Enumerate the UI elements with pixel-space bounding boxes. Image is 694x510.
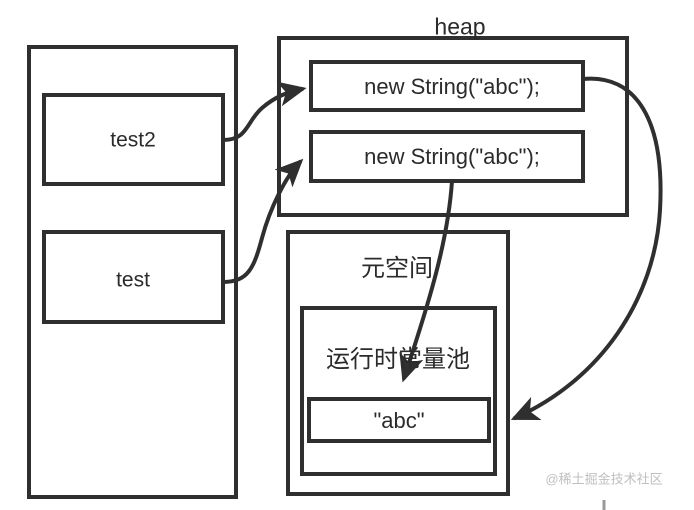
constant-pool-label: 运行时常量池 (326, 346, 470, 373)
heap-label: heap (434, 13, 486, 40)
metaspace-label: 元空间 (361, 255, 433, 282)
stack-slot-test-label: test (116, 268, 150, 292)
heap-object-1-label: new String("abc"); (364, 74, 540, 99)
arrow-heap-object-1-to-interned-abc (510, 76, 663, 420)
stack-slot-test2-box (42, 93, 225, 186)
constant-pool-box (300, 306, 497, 476)
interned-string-abc-box (307, 397, 491, 443)
arrow-test2-to-heap-object-1 (221, 81, 307, 142)
stack-slot-test2-label: test2 (110, 128, 156, 152)
stack-slot-test-box (42, 230, 225, 324)
interned-string-abc-label: "abc" (373, 408, 425, 433)
heap-object-1-box (309, 60, 585, 112)
arrow-test-to-heap-object-2 (221, 158, 304, 284)
watermark-label: @稀土掘金技术社区 (545, 471, 663, 487)
heap-object-2-label: new String("abc"); (364, 144, 540, 169)
heap-object-2-box (309, 130, 585, 183)
arrow-heap-object-2-to-interned-abc (399, 179, 454, 383)
